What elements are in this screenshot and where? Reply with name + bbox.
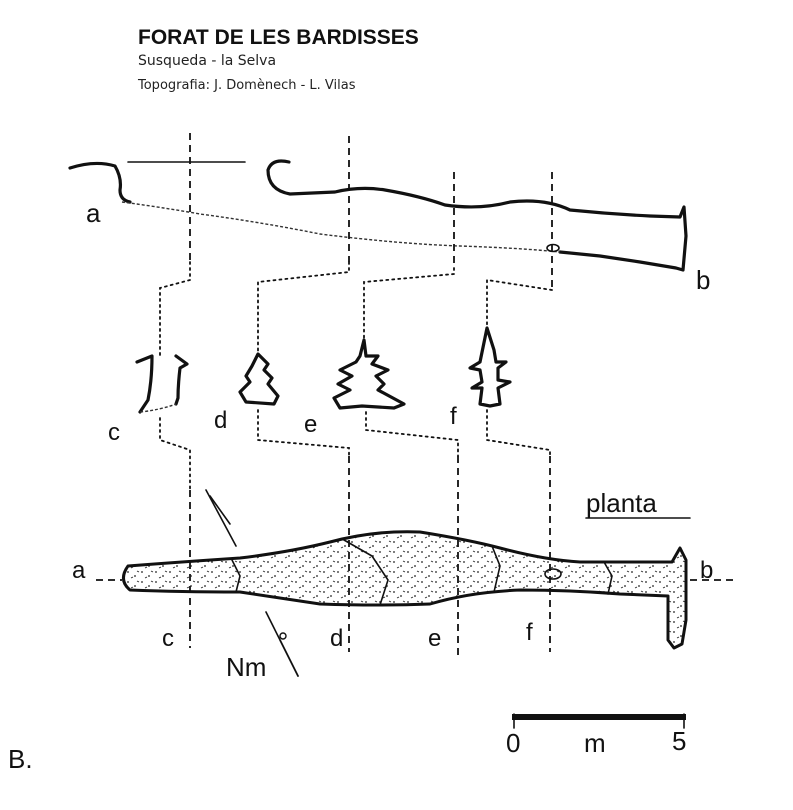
cross-section-f bbox=[468, 326, 512, 408]
north-arrow-upper-line bbox=[205, 489, 237, 547]
label-f-cross: f bbox=[450, 403, 457, 430]
label-b-section: b bbox=[696, 265, 710, 295]
connector-lines bbox=[159, 261, 553, 491]
label-b-plan: b bbox=[700, 557, 713, 584]
label-d-plan: d bbox=[330, 625, 343, 652]
cave-location: Susqueda - la Selva bbox=[138, 53, 277, 69]
connector-e-upper bbox=[363, 267, 455, 341]
cross-section-c bbox=[135, 354, 189, 414]
scale-start-label: 0 bbox=[506, 728, 520, 758]
cross-section-d bbox=[238, 352, 280, 406]
section-ceiling-left bbox=[68, 161, 132, 204]
scale-end-label: 5 bbox=[672, 726, 686, 756]
label-c-cross: c bbox=[108, 419, 120, 446]
label-a-section: a bbox=[86, 198, 101, 228]
north-arrow-pivot bbox=[279, 632, 287, 640]
plan-view: planta a b c d e f bbox=[72, 488, 738, 652]
label-a-plan: a bbox=[72, 557, 86, 584]
connector-f-lower bbox=[486, 409, 551, 457]
connector-c-upper bbox=[159, 261, 191, 356]
survey-credits: Topografia: J. Domènech - L. Vilas bbox=[138, 78, 356, 93]
cross-sections: c d e f bbox=[108, 326, 512, 446]
scale-unit-label: m bbox=[584, 728, 606, 758]
north-label: Nm bbox=[226, 652, 266, 682]
cross-section-e bbox=[332, 338, 406, 410]
connector-c-lower bbox=[159, 417, 191, 491]
figure-letter: B. bbox=[8, 744, 33, 774]
plan-divider-4 bbox=[603, 561, 613, 595]
connector-e-lower bbox=[365, 411, 459, 457]
plan-pit bbox=[544, 568, 562, 580]
plan-cave-outline bbox=[122, 530, 688, 650]
label-c-plan: c bbox=[162, 625, 174, 652]
section-pit bbox=[546, 243, 560, 253]
connector-f-upper bbox=[486, 278, 553, 331]
label-d-cross: d bbox=[214, 407, 227, 434]
section-ceiling-right bbox=[266, 159, 688, 272]
north-arrow-tail bbox=[279, 639, 299, 677]
north-arrow-head bbox=[209, 495, 231, 525]
north-arrow: Nm bbox=[205, 489, 299, 682]
connector-d-upper bbox=[257, 261, 350, 353]
plan-divider-3 bbox=[491, 545, 501, 593]
label-f-plan: f bbox=[526, 619, 533, 646]
plan-title: planta bbox=[586, 488, 657, 518]
scale-bar-line bbox=[512, 714, 686, 720]
cave-title: FORAT DE LES BARDISSES bbox=[138, 26, 419, 49]
label-e-plan: e bbox=[428, 625, 441, 652]
longitudinal-section: a b bbox=[68, 159, 710, 295]
section-floor bbox=[121, 201, 561, 253]
plan-divider-1 bbox=[231, 559, 241, 593]
label-e-cross: e bbox=[304, 411, 317, 438]
scale-bar: 0 m 5 bbox=[506, 713, 686, 758]
plan-divider-2 bbox=[343, 539, 389, 606]
connector-d-lower bbox=[257, 409, 350, 457]
